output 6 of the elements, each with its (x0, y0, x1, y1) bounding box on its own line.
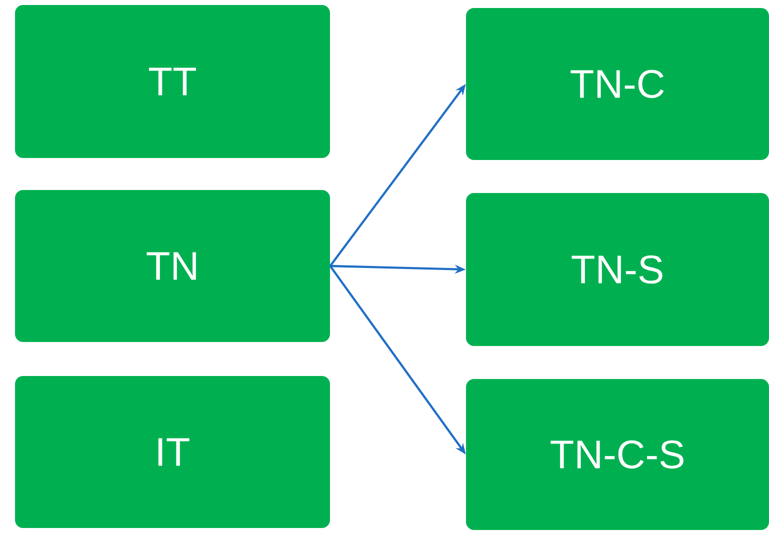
process-box: TN-S (466, 193, 769, 346)
process-box: TN-C (466, 8, 769, 160)
process-box: TN (15, 190, 330, 342)
process-box: TT (15, 5, 330, 158)
process-box: TN-C-S (466, 378, 769, 530)
process-box: IT (15, 376, 330, 528)
